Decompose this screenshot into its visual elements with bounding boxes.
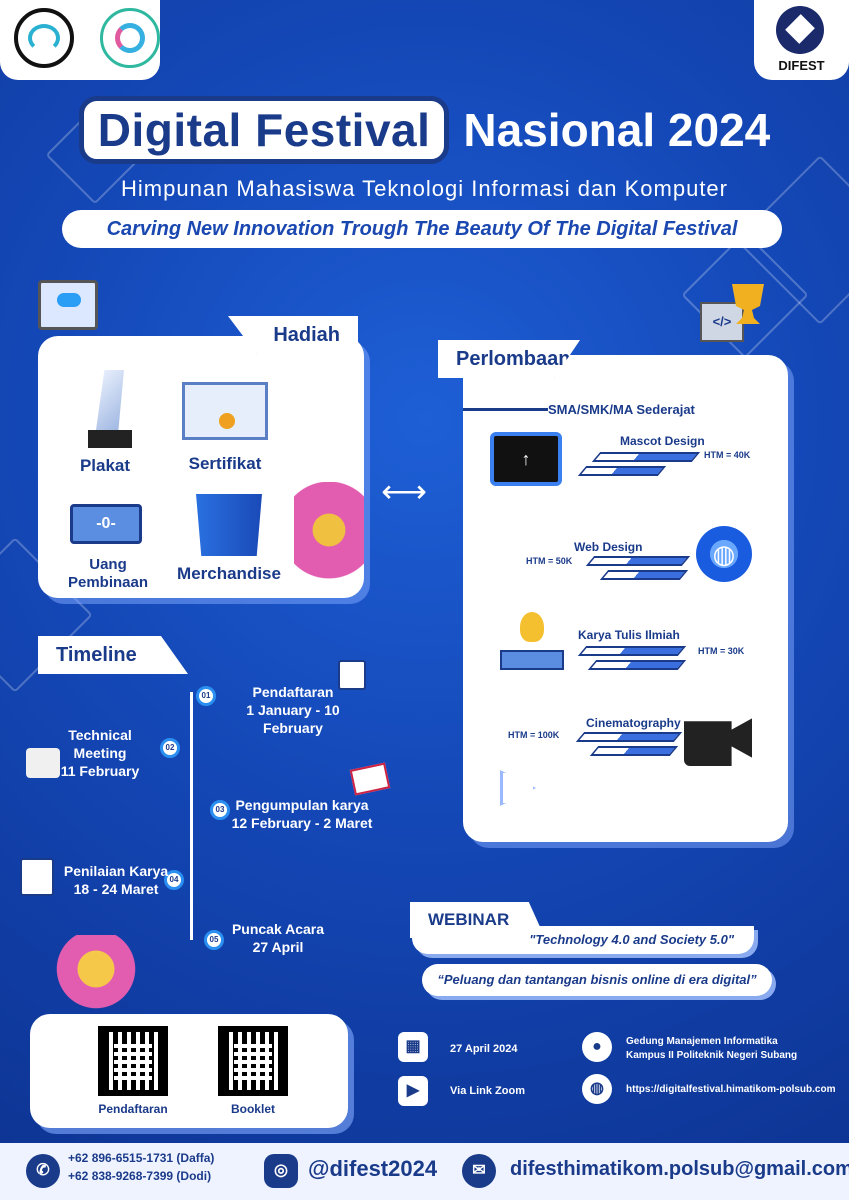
webinar-topic-1: "Technology 4.0 and Society 5.0" bbox=[412, 926, 754, 954]
comp-karya-tulis-ilmiah: Karya Tulis Ilmiah bbox=[578, 628, 680, 642]
email-icon: ✉ bbox=[462, 1154, 496, 1188]
timeline-dot-04: 04 bbox=[164, 870, 184, 890]
footer-phone-2[interactable]: +62 838-9268-7399 (Dodi) bbox=[68, 1169, 212, 1183]
polsub-logo bbox=[100, 8, 160, 68]
seal-icon bbox=[219, 413, 235, 429]
bar-kti-2 bbox=[587, 660, 687, 670]
certificate-icon bbox=[182, 382, 268, 440]
comp-cinematography: Cinematography bbox=[586, 716, 681, 730]
hadiah-uang-pembinaan: Uang Pembinaan bbox=[67, 556, 149, 591]
htm-mascot: HTM = 40K bbox=[704, 450, 751, 460]
bar-web-2 bbox=[599, 570, 689, 580]
hadiah-plakat: Plakat bbox=[79, 456, 131, 475]
book-lamp-icon bbox=[500, 612, 564, 672]
double-arrow-icon: ⟷ bbox=[381, 473, 427, 509]
mascot-icon bbox=[56, 935, 136, 1020]
difest-mark-icon bbox=[785, 14, 815, 44]
timeline-penilaian-karya: Penilaian Karya 18 - 24 Maret bbox=[63, 863, 169, 897]
timeline-dot-03: 03 bbox=[210, 800, 230, 820]
documents-icon bbox=[349, 762, 391, 796]
meeting-person-icon bbox=[26, 748, 60, 778]
bar-mascot-2 bbox=[577, 466, 667, 476]
wifi-icon bbox=[28, 24, 60, 52]
timeline-puncak-acara: Puncak Acara 27 April bbox=[231, 921, 325, 955]
htm-web: HTM = 50K bbox=[526, 556, 573, 566]
hadiah-sertifikat: Sertifikat bbox=[188, 454, 262, 473]
bar-cinema bbox=[575, 732, 683, 742]
shopping-bag-icon bbox=[196, 494, 262, 556]
category-label: SMA/SMK/MA Sederajat bbox=[548, 402, 695, 417]
qr-label-pendaftaran: Pendaftaran bbox=[98, 1102, 168, 1116]
bar-web bbox=[585, 556, 691, 566]
qr-panel bbox=[30, 1014, 348, 1128]
code-laptop-icon: </> bbox=[700, 302, 744, 342]
timeline-line bbox=[190, 692, 193, 940]
timeline-pengumpulan-karya: Pengumpulan karya 12 February - 2 Maret bbox=[231, 797, 373, 831]
timeline-dot-02: 02 bbox=[160, 738, 180, 758]
bar-kti bbox=[577, 646, 687, 656]
title-digital-festival: Digital Festival bbox=[78, 96, 450, 164]
difest-logo bbox=[776, 6, 824, 54]
whatsapp-icon: ✆ bbox=[26, 1154, 60, 1188]
qr-label-booklet: Booklet bbox=[230, 1102, 275, 1116]
perlombaan-ribbon: Perlombaan bbox=[438, 340, 580, 378]
monitor-icon: ↑ bbox=[490, 432, 562, 486]
subtitle: Himpunan Mahasiswa Teknologi Informasi d… bbox=[121, 176, 728, 201]
video-camera-icon: ▶ bbox=[398, 1076, 428, 1106]
cloud-icon bbox=[57, 293, 81, 307]
calendar-icon: ▦ bbox=[398, 1032, 428, 1062]
htm-cinema: HTM = 100K bbox=[508, 730, 560, 740]
qr-code-booklet[interactable] bbox=[218, 1026, 288, 1096]
money-icon: -0- bbox=[70, 504, 142, 544]
bar-mascot bbox=[591, 452, 701, 462]
comp-mascot-design: Mascot Design bbox=[620, 434, 705, 448]
timeline-technical-meeting: Technical Meeting 11 February bbox=[60, 727, 140, 779]
computer-cloud-icon bbox=[38, 280, 98, 330]
timeline-pendaftaran: Pendaftaran 1 January - 10 February bbox=[246, 684, 340, 736]
himatikom-logo bbox=[14, 8, 74, 68]
footer-phone-1[interactable]: +62 896-6515-1731 (Daffa) bbox=[68, 1151, 215, 1165]
instagram-icon: ◎ bbox=[264, 1154, 298, 1188]
event-location-line2: Kampus II Politeknik Negeri Subang bbox=[626, 1050, 798, 1061]
footer-instagram[interactable]: @difest2024 bbox=[308, 1156, 438, 1181]
logo-container bbox=[0, 0, 160, 80]
event-date: 27 April 2024 bbox=[450, 1043, 518, 1055]
webinar-topic-2: “Peluang dan tantangan bisnis online di … bbox=[422, 964, 772, 996]
event-website[interactable]: https://digitalfestival.himatikom-polsub… bbox=[626, 1084, 836, 1095]
footer-email[interactable]: difesthimatikom.polsub@gmail.com bbox=[510, 1158, 849, 1180]
title-nasional-2024: Nasional 2024 bbox=[463, 104, 771, 156]
globe-icon: ◍ bbox=[582, 1074, 612, 1104]
mascot-icon bbox=[294, 482, 364, 602]
footer-bar bbox=[0, 1143, 849, 1200]
tagline: Carving New Innovation Trough The Beauty… bbox=[62, 210, 782, 248]
hadiah-merchandise: Merchandise bbox=[177, 564, 281, 583]
htm-kti: HTM = 30K bbox=[698, 646, 745, 656]
event-zoom: Via Link Zoom bbox=[450, 1085, 525, 1097]
spiral-icon bbox=[115, 23, 145, 53]
qr-code-pendaftaran[interactable] bbox=[98, 1026, 168, 1096]
timeline-dot-01: 01 bbox=[196, 686, 216, 706]
globe-icon: ◍ bbox=[696, 526, 752, 582]
difest-logo-box: DIFEST bbox=[754, 0, 849, 80]
location-pin-icon: ● bbox=[582, 1032, 612, 1062]
event-location-line1: Gedung Manajemen Informatika bbox=[626, 1036, 778, 1047]
timeline-dot-05: 05 bbox=[204, 930, 224, 950]
timeline-ribbon: Timeline bbox=[38, 636, 188, 674]
comp-web-design: Web Design bbox=[574, 540, 643, 554]
checklist-icon bbox=[20, 858, 54, 896]
difest-label: DIFEST bbox=[778, 58, 825, 73]
bar-cinema-2 bbox=[589, 746, 679, 756]
plakat-icon bbox=[88, 370, 132, 450]
perlombaan-panel bbox=[463, 355, 788, 842]
category-line bbox=[463, 408, 548, 411]
registration-form-icon bbox=[338, 660, 366, 690]
